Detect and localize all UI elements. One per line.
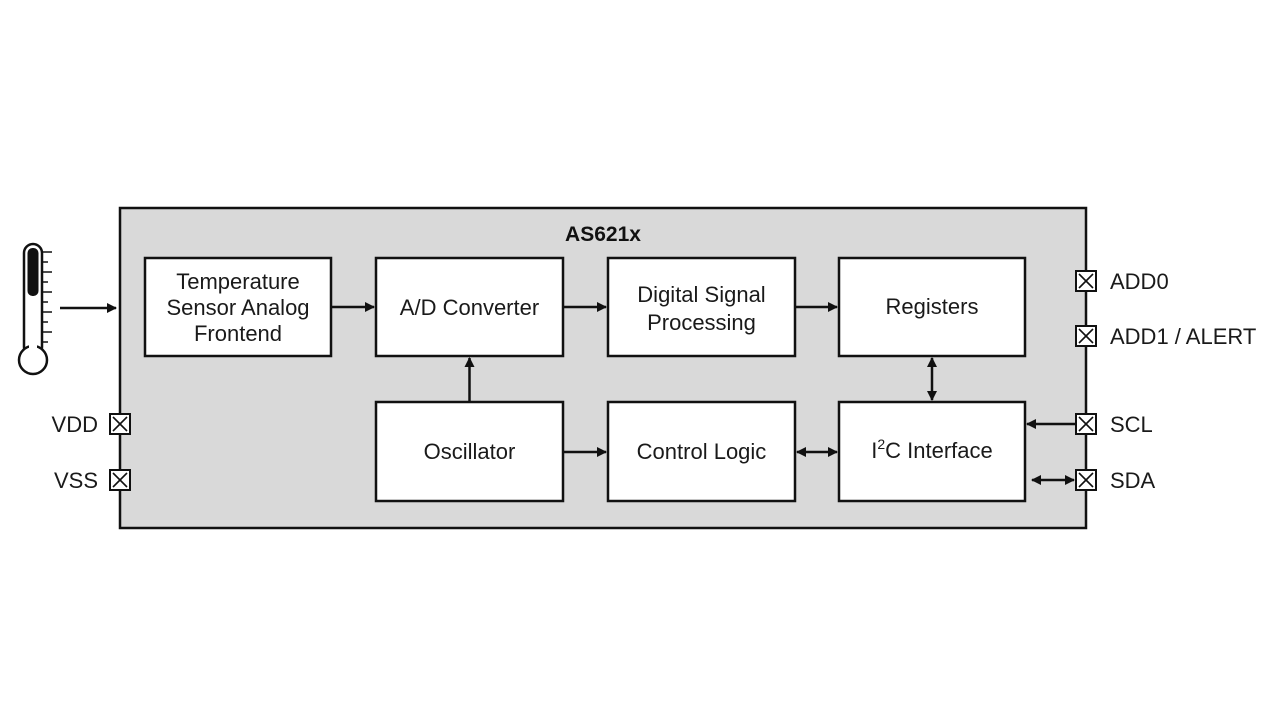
thermometer-icon <box>17 242 52 376</box>
pin-label-vdd: VDD <box>52 412 98 437</box>
temp-sensor-line-3: Frontend <box>194 321 282 346</box>
i2c-superscript: 2 <box>877 436 885 452</box>
pin-label-add0: ADD0 <box>1110 269 1169 294</box>
pin-scl <box>1075 413 1097 435</box>
block-ad-converter: A/D Converter <box>374 256 565 358</box>
pin-label-scl: SCL <box>1110 412 1153 437</box>
temp-sensor-line-1: Temperature <box>176 269 300 294</box>
pin-label-vss: VSS <box>54 468 98 493</box>
block-digital-signal-processing: Digital Signal Processing <box>606 256 797 358</box>
dsp-line-1: Digital Signal <box>637 282 765 307</box>
pin-label-sda: SDA <box>1110 468 1156 493</box>
pin-vss <box>109 469 131 491</box>
registers-label: Registers <box>886 294 979 319</box>
block-oscillator: Oscillator <box>374 400 565 503</box>
temp-sensor-line-2: Sensor Analog <box>166 295 309 320</box>
pin-vdd <box>109 413 131 435</box>
block-i2c-interface: I2C Interface <box>837 400 1027 503</box>
pin-sda <box>1075 469 1097 491</box>
pin-add1-alert <box>1075 325 1097 347</box>
control-logic-label: Control Logic <box>637 439 767 464</box>
i2c-label: I2C Interface <box>871 436 993 463</box>
block-registers: Registers <box>837 256 1027 358</box>
i2c-suffix: C Interface <box>885 438 993 463</box>
block-control-logic: Control Logic <box>606 400 797 503</box>
adc-label: A/D Converter <box>400 295 539 320</box>
i2c-prefix: I <box>871 438 877 463</box>
pin-label-add1-alert: ADD1 / ALERT <box>1110 324 1256 349</box>
pin-add0 <box>1075 270 1097 292</box>
chip-title: AS621x <box>565 223 641 246</box>
block-temperature-sensor: Temperature Sensor Analog Frontend <box>143 256 333 358</box>
oscillator-label: Oscillator <box>424 439 516 464</box>
dsp-line-2: Processing <box>647 310 756 335</box>
